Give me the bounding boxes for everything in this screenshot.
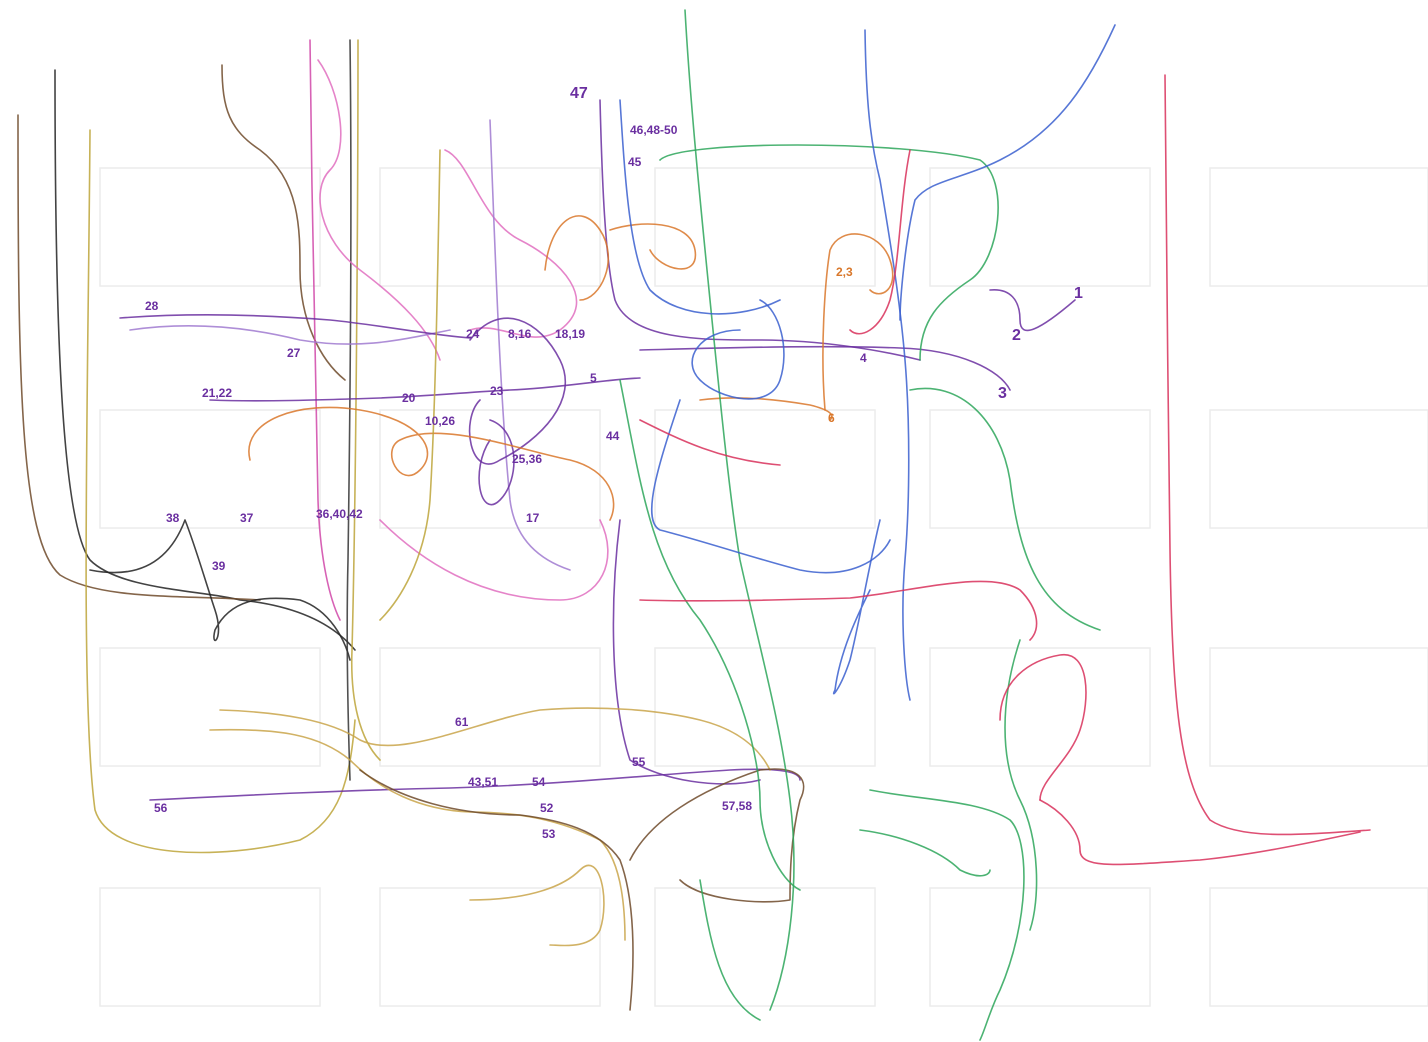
label-46-48-50: 46,48-50 [630,123,678,137]
trace-green-3 [620,380,800,890]
label-27: 27 [287,346,301,360]
trace-tan-left [86,130,355,852]
label-8-16: 8,16 [508,327,532,341]
trace-blue-3 [652,400,890,573]
trace-brown-top [222,65,345,380]
label-2: 2 [1012,327,1021,344]
trajectory-traces [18,10,1370,1040]
trace-red-4 [1040,800,1360,864]
trace-dark-vertical [347,40,351,780]
label-17: 17 [526,511,540,525]
label-36-40-42: 36,40,42 [316,507,363,521]
trace-olive-2 [380,150,440,620]
label-57-58: 57,58 [722,799,752,813]
trace-tan-4 [470,865,604,945]
label-56: 56 [154,801,168,815]
trace-brown-low [360,770,633,1010]
trace-labels: 47 46,48-50 45 28 27 21,22 20 24 8,16 18… [145,85,1083,841]
trace-violet-1 [130,326,450,344]
trace-purple-2 [990,290,1075,331]
trace-blue-5 [834,520,880,694]
trace-brown-box [630,769,804,902]
label-21-22: 21,22 [202,386,232,400]
trace-magenta-1 [310,40,340,620]
label-47: 47 [570,85,588,102]
trace-violet-2 [490,120,570,570]
label-38: 38 [166,511,180,525]
label-37: 37 [240,511,254,525]
trace-blue-2 [900,25,1115,320]
trace-orange-3 [610,224,695,269]
grid-background [100,168,1428,1006]
label-44: 44 [606,429,620,443]
label-3: 3 [998,385,1007,402]
label-52: 52 [540,801,554,815]
trace-green-1 [685,10,794,1010]
trace-green-7 [1005,640,1037,930]
label-55: 55 [632,755,646,769]
trace-black-left [55,70,355,650]
trace-orange-2 [545,216,608,300]
label-10-26: 10,26 [425,414,455,428]
trace-pink-1 [318,60,440,360]
label-5: 5 [590,371,597,385]
label-61: 61 [455,715,469,729]
trace-olive-vertical [352,40,380,760]
trace-pink-2 [445,150,577,337]
label-45: 45 [628,155,642,169]
label-23: 23 [490,384,504,398]
trace-green-6 [860,830,990,876]
trace-green-5 [870,790,1024,1040]
trace-tan-2 [220,708,770,770]
trace-purple-low [613,520,760,784]
label-1: 1 [1074,285,1083,302]
trace-blue-4 [692,300,784,399]
label-18-19: 18,19 [555,327,585,341]
label-39: 39 [212,559,226,573]
label-2-3: 2,3 [836,265,853,279]
label-25-36: 25,36 [512,452,542,466]
trace-orange-4 [823,234,893,410]
trace-green-4 [910,388,1100,630]
label-54: 54 [532,775,546,789]
trace-red-1 [1165,75,1370,834]
label-6: 6 [828,411,835,425]
label-53: 53 [542,827,556,841]
trace-blue-1 [865,30,910,700]
label-24: 24 [466,327,480,341]
label-28: 28 [145,299,159,313]
trace-red-2 [640,581,1037,640]
trace-tan-3 [210,730,625,940]
trace-purple-21 [210,378,640,401]
label-4: 4 [860,351,867,365]
trace-red-3 [1000,655,1086,800]
label-20: 20 [402,391,416,405]
label-43-51: 43,51 [468,775,498,789]
trace-black-loop [90,520,350,660]
trace-purple-right [640,347,1010,390]
trace-pink-3 [380,520,608,600]
